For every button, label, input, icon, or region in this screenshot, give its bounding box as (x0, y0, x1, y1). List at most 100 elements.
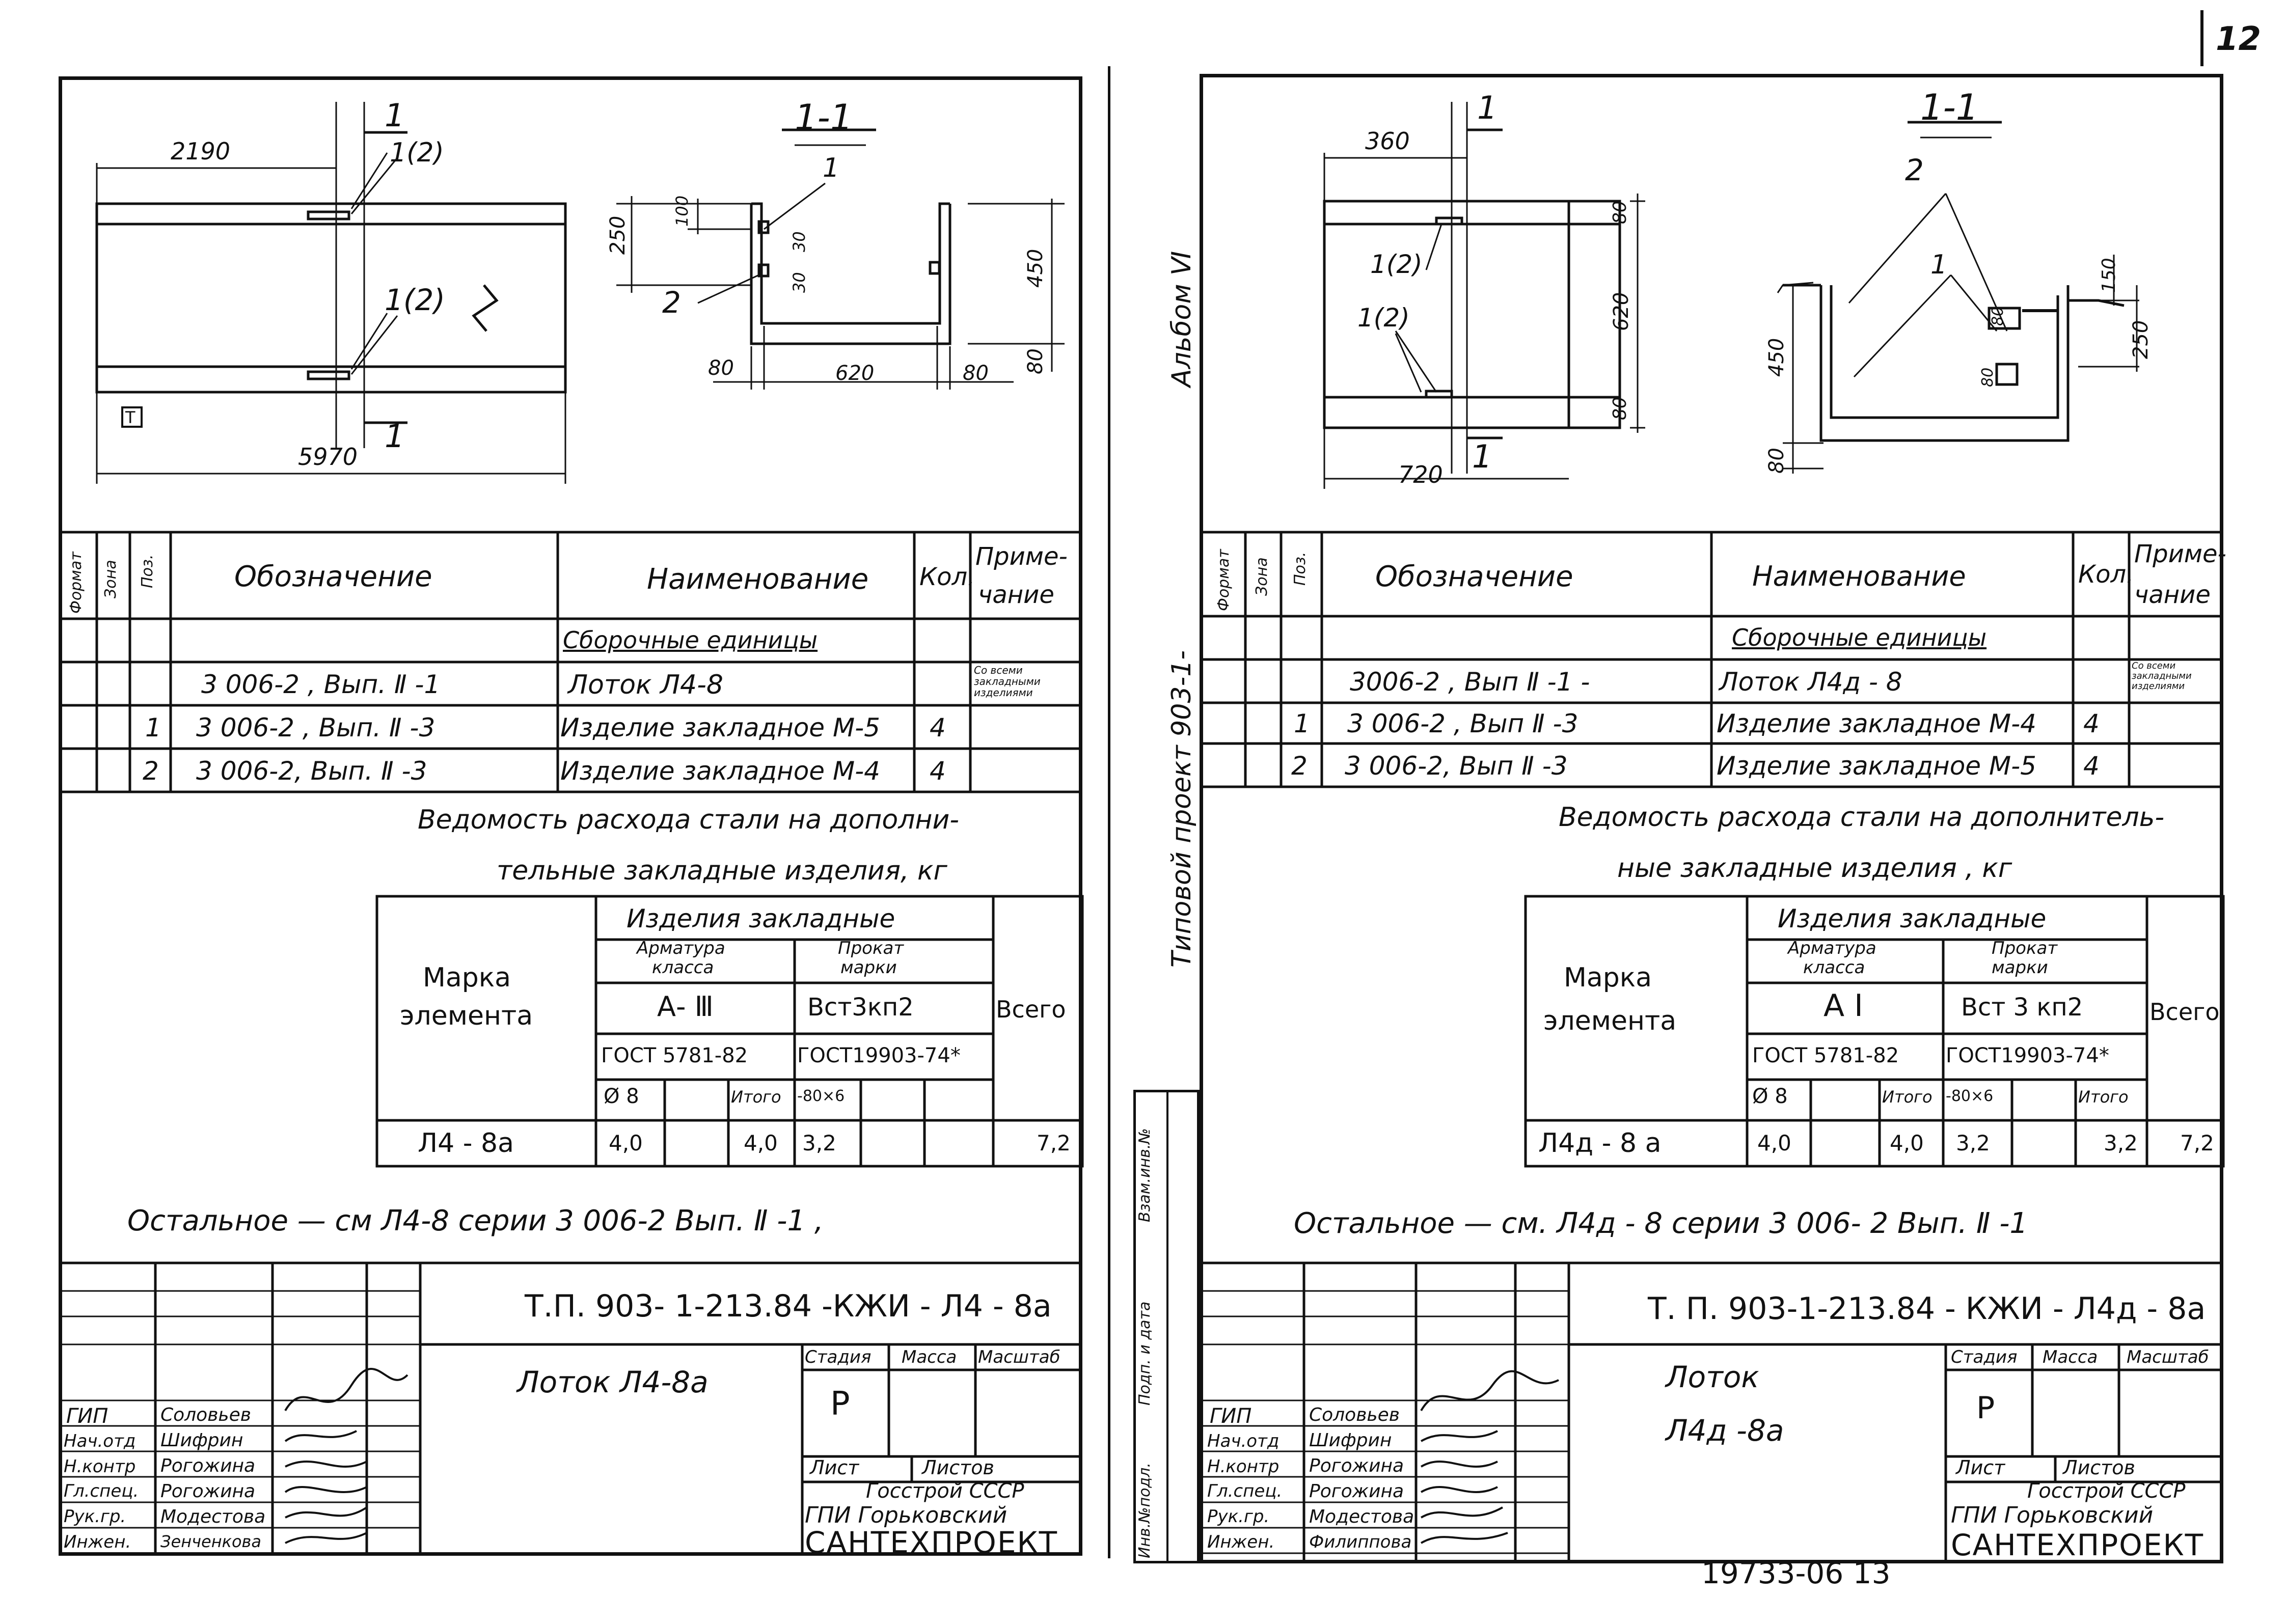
left-dim-2190: 2190 (171, 137, 231, 165)
left-steel-row-d8: 4,0 (609, 1131, 643, 1155)
right-org2: ГПИ Горьковский (1951, 1502, 2154, 1528)
right-steel-row-itogo1: 4,0 (1890, 1131, 1924, 1155)
left-label-t: Т (125, 408, 135, 427)
left-name-5: Зенченкова (160, 1532, 262, 1551)
right-row2-name: Изделие закладное М-4 (1717, 709, 2036, 738)
right-row2-designation: 3 006-2 , Вып Ⅱ -3 (1347, 709, 1579, 738)
right-name-4: Модестова (1309, 1506, 1414, 1527)
right-dim-620: 620 (1610, 292, 1633, 331)
right-doc-title-l2: Л4д -8а (1666, 1413, 1784, 1448)
right-name-0: Соловьев (1309, 1405, 1400, 1425)
right-row1-note: Со всеми закладными изделиями (2132, 660, 2192, 692)
left-steel-mark-l2: элемента (400, 1001, 533, 1031)
right-steel-itogo2-h: Итого (2078, 1087, 2129, 1107)
right-steel-itogo1-h: Итого (1882, 1087, 1933, 1107)
right-name-1: Шифрин (1309, 1430, 1392, 1451)
left-steel-row-prof: 3,2 (802, 1131, 836, 1155)
left-steel-row-total: 7,2 (1037, 1131, 1071, 1155)
center-divider (1108, 66, 1110, 1558)
right-row2-pos: 1 (1294, 709, 1310, 738)
left-steel-rolled-l1: Прокат (838, 938, 904, 958)
right-steel-rolled-l1: Прокат (1992, 938, 2058, 958)
left-label-emb-bottom: 1(2) (385, 283, 446, 317)
right-sect-dim-150: 150 (2099, 258, 2119, 293)
right-steel-row-itogo2: 3,2 (2104, 1131, 2138, 1155)
left-doc-title: Лоток Л4-8а (517, 1365, 709, 1399)
left-name-1: Шифрин (160, 1430, 243, 1451)
right-sect-label-1: 1 (1930, 250, 1948, 280)
right-steel-row-mark: Л4д - 8 а (1538, 1128, 1662, 1159)
right-steel-gost-b: ГОСТ19903-74* (1946, 1044, 2109, 1067)
side-stamp-divider (1166, 1090, 1168, 1563)
left-name-3: Рогожина (160, 1481, 256, 1502)
left-steel-title-l2: тельные закладные изделия, кг (497, 856, 947, 886)
left-row3-designation: 3 006-2, Вып. Ⅱ -3 (196, 756, 427, 786)
right-name-2: Рогожина (1309, 1455, 1404, 1476)
left-sect-dim-80r: 80 (1024, 348, 1047, 374)
right-dim-80b: 80 (1610, 397, 1630, 420)
left-sect-dim-30a: 30 (790, 231, 809, 252)
right-role-3: Гл.спец. (1207, 1481, 1283, 1501)
right-role-0: ГИП (1210, 1405, 1252, 1428)
left-steel-gost-a: ГОСТ 5781-82 (601, 1044, 748, 1067)
left-role-5: Инжен. (64, 1532, 131, 1552)
left-row1-name: Лоток Л4-8 (568, 670, 723, 700)
right-note: Остальное — см. Л4д - 8 серии 3 006- 2 В… (1294, 1207, 2028, 1240)
left-role-1: Нач.отд (64, 1431, 136, 1451)
left-steel-arm-l1: Арматура (637, 938, 725, 958)
right-name-3: Рогожина (1309, 1481, 1404, 1502)
right-steel-rolled-l2: марки (1992, 957, 2048, 978)
left-sect-label-1: 1 (823, 153, 840, 183)
left-org1: Госстрой СССР (866, 1479, 1024, 1503)
right-h-pos: Поз. (1291, 552, 1309, 586)
left-row3-qty: 4 (930, 756, 946, 786)
left-steel-grade: Вст3кп2 (807, 993, 914, 1022)
left-h-zone: Зона (102, 560, 120, 598)
right-doc-code: Т. П. 903-1-213.84 - КЖИ - Л4д - 8а (1648, 1291, 2206, 1327)
left-steel-total-h: Всего (996, 996, 1066, 1023)
right-sheet-h: Лист (1956, 1456, 2005, 1479)
left-h-qty: Кол. (919, 563, 975, 591)
right-sect-label-2: 2 (1905, 153, 1924, 187)
right-steel-items: Изделия закладные (1778, 904, 2047, 933)
left-steel-itogo1-h: Итого (731, 1087, 781, 1107)
left-org3: САНТЕХПРОЕКТ (805, 1525, 1058, 1560)
left-sect-dim-620: 620 (835, 362, 875, 385)
left-role-0: ГИП (66, 1405, 108, 1428)
right-label-emb-bottom: 1(2) (1357, 303, 1410, 333)
right-steel-prof-h: -80×6 (1946, 1087, 1994, 1105)
left-steel-dia: Ø 8 (604, 1085, 639, 1108)
left-row1-note: Со всеми закладными изделиями (974, 664, 1041, 699)
right-steel-title-l2: ные закладные изделия , кг (1617, 853, 2012, 884)
right-doc-title-l1: Лоток (1666, 1360, 1759, 1394)
left-h-designation: Обозначение (234, 560, 432, 593)
right-sect-dim-250: 250 (2129, 320, 2153, 359)
left-doc-code: Т.П. 903- 1-213.84 -КЖИ - Л4 - 8а (525, 1288, 1052, 1324)
right-steel-arm-l1: Арматура (1788, 938, 1876, 958)
page-number-mark (2200, 10, 2203, 66)
right-h-note-l1: Приме- (2134, 540, 2226, 568)
left-role-3: Гл.спец. (64, 1481, 139, 1501)
left-mass-h: Масса (902, 1347, 957, 1367)
right-label-emb-top: 1(2) (1370, 250, 1423, 279)
left-sect-dim-30b: 30 (790, 272, 809, 293)
right-steel-mark-l2: элемента (1543, 1006, 1677, 1036)
right-h-format: Формат (1215, 549, 1233, 611)
right-steel-row-prof: 3,2 (1956, 1131, 1990, 1155)
right-dim-360: 360 (1365, 127, 1410, 155)
right-steel-total-h: Всего (2149, 998, 2220, 1026)
left-row0-name: Сборочные единицы (563, 626, 818, 654)
right-row1-designation: 3006-2 , Вып Ⅱ -1 - (1350, 667, 1590, 697)
left-sect-dim-250: 250 (606, 215, 630, 255)
right-cut-mark-top: 1 (1477, 89, 1498, 126)
right-dim-80a: 80 (1610, 201, 1630, 224)
page-number: 12 (2216, 20, 2262, 58)
right-steel-class: А Ⅰ (1824, 988, 1863, 1024)
left-section-title: 1-1 (795, 97, 853, 139)
right-scale-h: Масштаб (2127, 1347, 2209, 1367)
right-steel-row-total: 7,2 (2180, 1131, 2214, 1155)
left-stage: Р (830, 1385, 850, 1423)
left-row2-qty: 4 (930, 713, 946, 742)
right-sect-dim-80c: 80 (1979, 367, 1997, 387)
